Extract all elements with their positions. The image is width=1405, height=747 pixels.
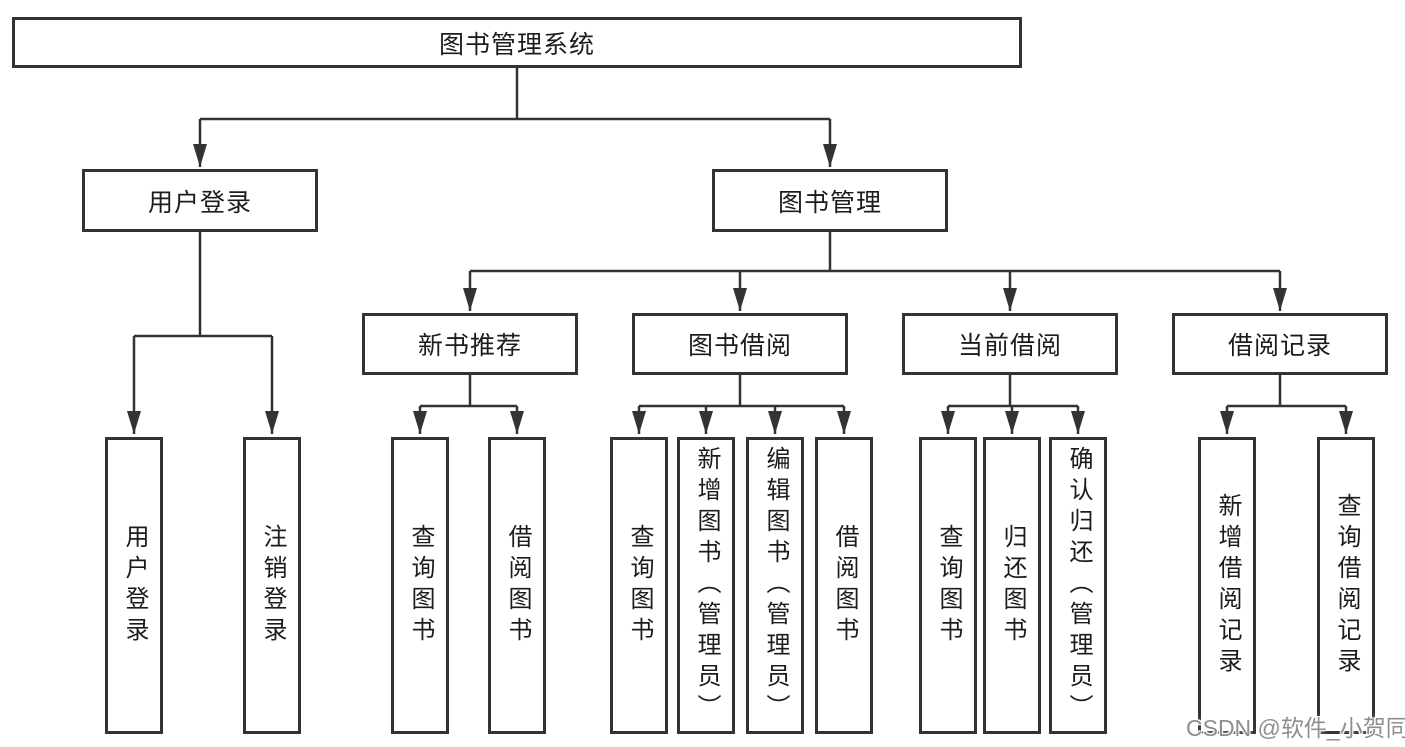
leaf-br-add-record: 新增借阅记录 [1198,437,1256,734]
node-root: 图书管理系统 [12,17,1022,68]
csdn-watermark: CSDN @软件_小贺同学 [1186,715,1405,741]
leaf-bb-edit-book-admin: 编辑图书（管理员） [746,437,804,734]
node-book-borrow: 图书借阅 [632,313,848,375]
leaf-bb-add-book-admin: 新增图书（管理员） [677,437,735,734]
node-new-book-recommend: 新书推荐 [362,313,578,375]
leaf-logout: 注销登录 [243,437,301,734]
leaf-cb-confirm-return-admin: 确认归还（管理员） [1049,437,1107,734]
leaf-bb-borrow-book: 借阅图书 [815,437,873,734]
leaf-cb-return-book: 归还图书 [983,437,1041,734]
leaf-cb-query-book: 查询图书 [919,437,977,734]
leaf-user-login: 用户登录 [105,437,163,734]
node-book-management: 图书管理 [712,169,948,232]
leaf-nb-borrow-book: 借阅图书 [488,437,546,734]
leaf-bb-query-book: 查询图书 [610,437,668,734]
leaf-br-query-record: 查询借阅记录 [1317,437,1375,734]
leaf-nb-query-book: 查询图书 [391,437,449,734]
node-user-login: 用户登录 [82,169,318,232]
node-borrow-records: 借阅记录 [1172,313,1388,375]
node-current-borrow: 当前借阅 [902,313,1118,375]
